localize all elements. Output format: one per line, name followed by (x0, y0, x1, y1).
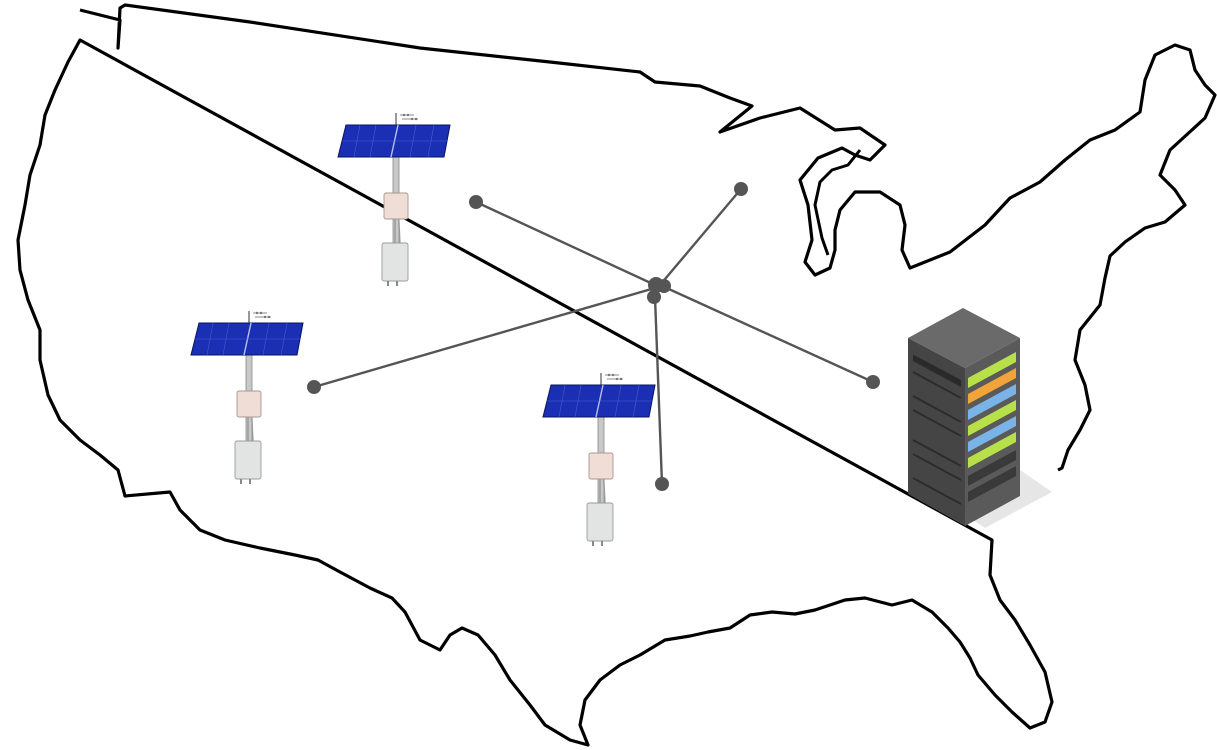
hub-node-right (657, 279, 671, 293)
node-west-station (307, 380, 321, 394)
us-map-outline (16, 3, 1217, 747)
link-west-station (313, 286, 656, 389)
solar-sensor-station-icon-south (542, 372, 656, 547)
server-rack-icon (908, 308, 1052, 528)
network-nodes (307, 182, 880, 491)
link-server (659, 283, 874, 384)
michigan-outline (813, 149, 862, 256)
solar-sensor-station-icon-north (337, 112, 451, 287)
node-northeast (734, 182, 748, 196)
node-north-station (469, 195, 483, 209)
node-south-station (655, 477, 669, 491)
node-server (866, 375, 880, 389)
link-south-station (653, 296, 664, 485)
solar-sensor-station-icon-west (190, 310, 304, 485)
link-northeast-node (659, 188, 742, 286)
hub-node-lower (647, 290, 661, 304)
network-links (313, 188, 874, 485)
link-north-station (475, 200, 656, 287)
